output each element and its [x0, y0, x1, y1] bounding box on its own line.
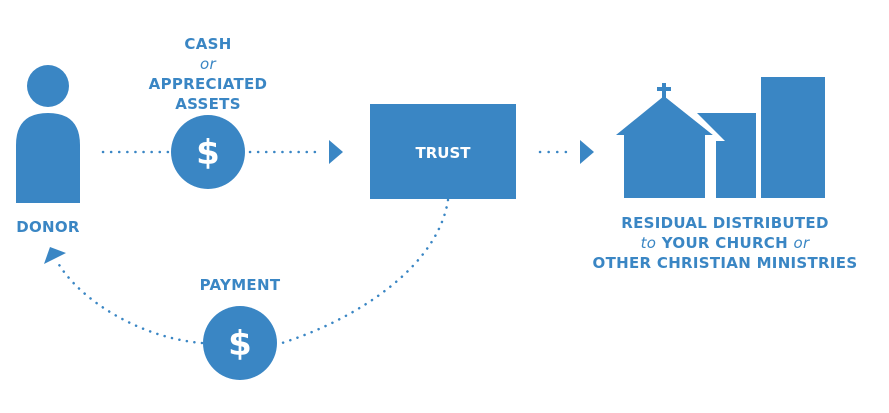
donor-label: DONOR — [16, 218, 80, 236]
assets-label: ASSETS — [175, 95, 241, 113]
trust-label: TRUST — [416, 144, 472, 162]
recipient-line-1: RESIDUAL DISTRIBUTED — [621, 214, 829, 232]
dollar-coin-icon: $ — [171, 115, 245, 189]
church-buildings-icon — [616, 77, 825, 200]
appreciated-label: APPRECIATED — [148, 75, 268, 93]
dollar-symbol: $ — [228, 324, 252, 364]
flow-curve-coin-to-donor — [56, 261, 204, 345]
arrow-up-left-icon — [44, 247, 66, 264]
recipient-line-3: OTHER CHRISTIAN MINISTRIES — [592, 254, 858, 272]
flow-curve-trust-to-coin — [280, 198, 450, 345]
trust-box: TRUST — [370, 104, 516, 199]
church-icon — [616, 96, 713, 198]
dollar-coin-icon: $ — [203, 306, 277, 380]
asset-transfer-label: CASH or APPRECIATED ASSETS — [128, 34, 288, 114]
recipient-line-2: to YOUR CHURCH or — [640, 234, 810, 252]
cash-label: CASH — [184, 35, 232, 53]
dollar-symbol: $ — [196, 133, 220, 173]
or-label: or — [200, 55, 216, 73]
arrow-right-icon — [329, 140, 343, 164]
recipient-label: RESIDUAL DISTRIBUTED to YOUR CHURCH or O… — [575, 213, 875, 273]
person-icon — [16, 65, 80, 203]
arrow-right-icon — [580, 140, 594, 164]
payment-label: PAYMENT — [199, 276, 281, 294]
